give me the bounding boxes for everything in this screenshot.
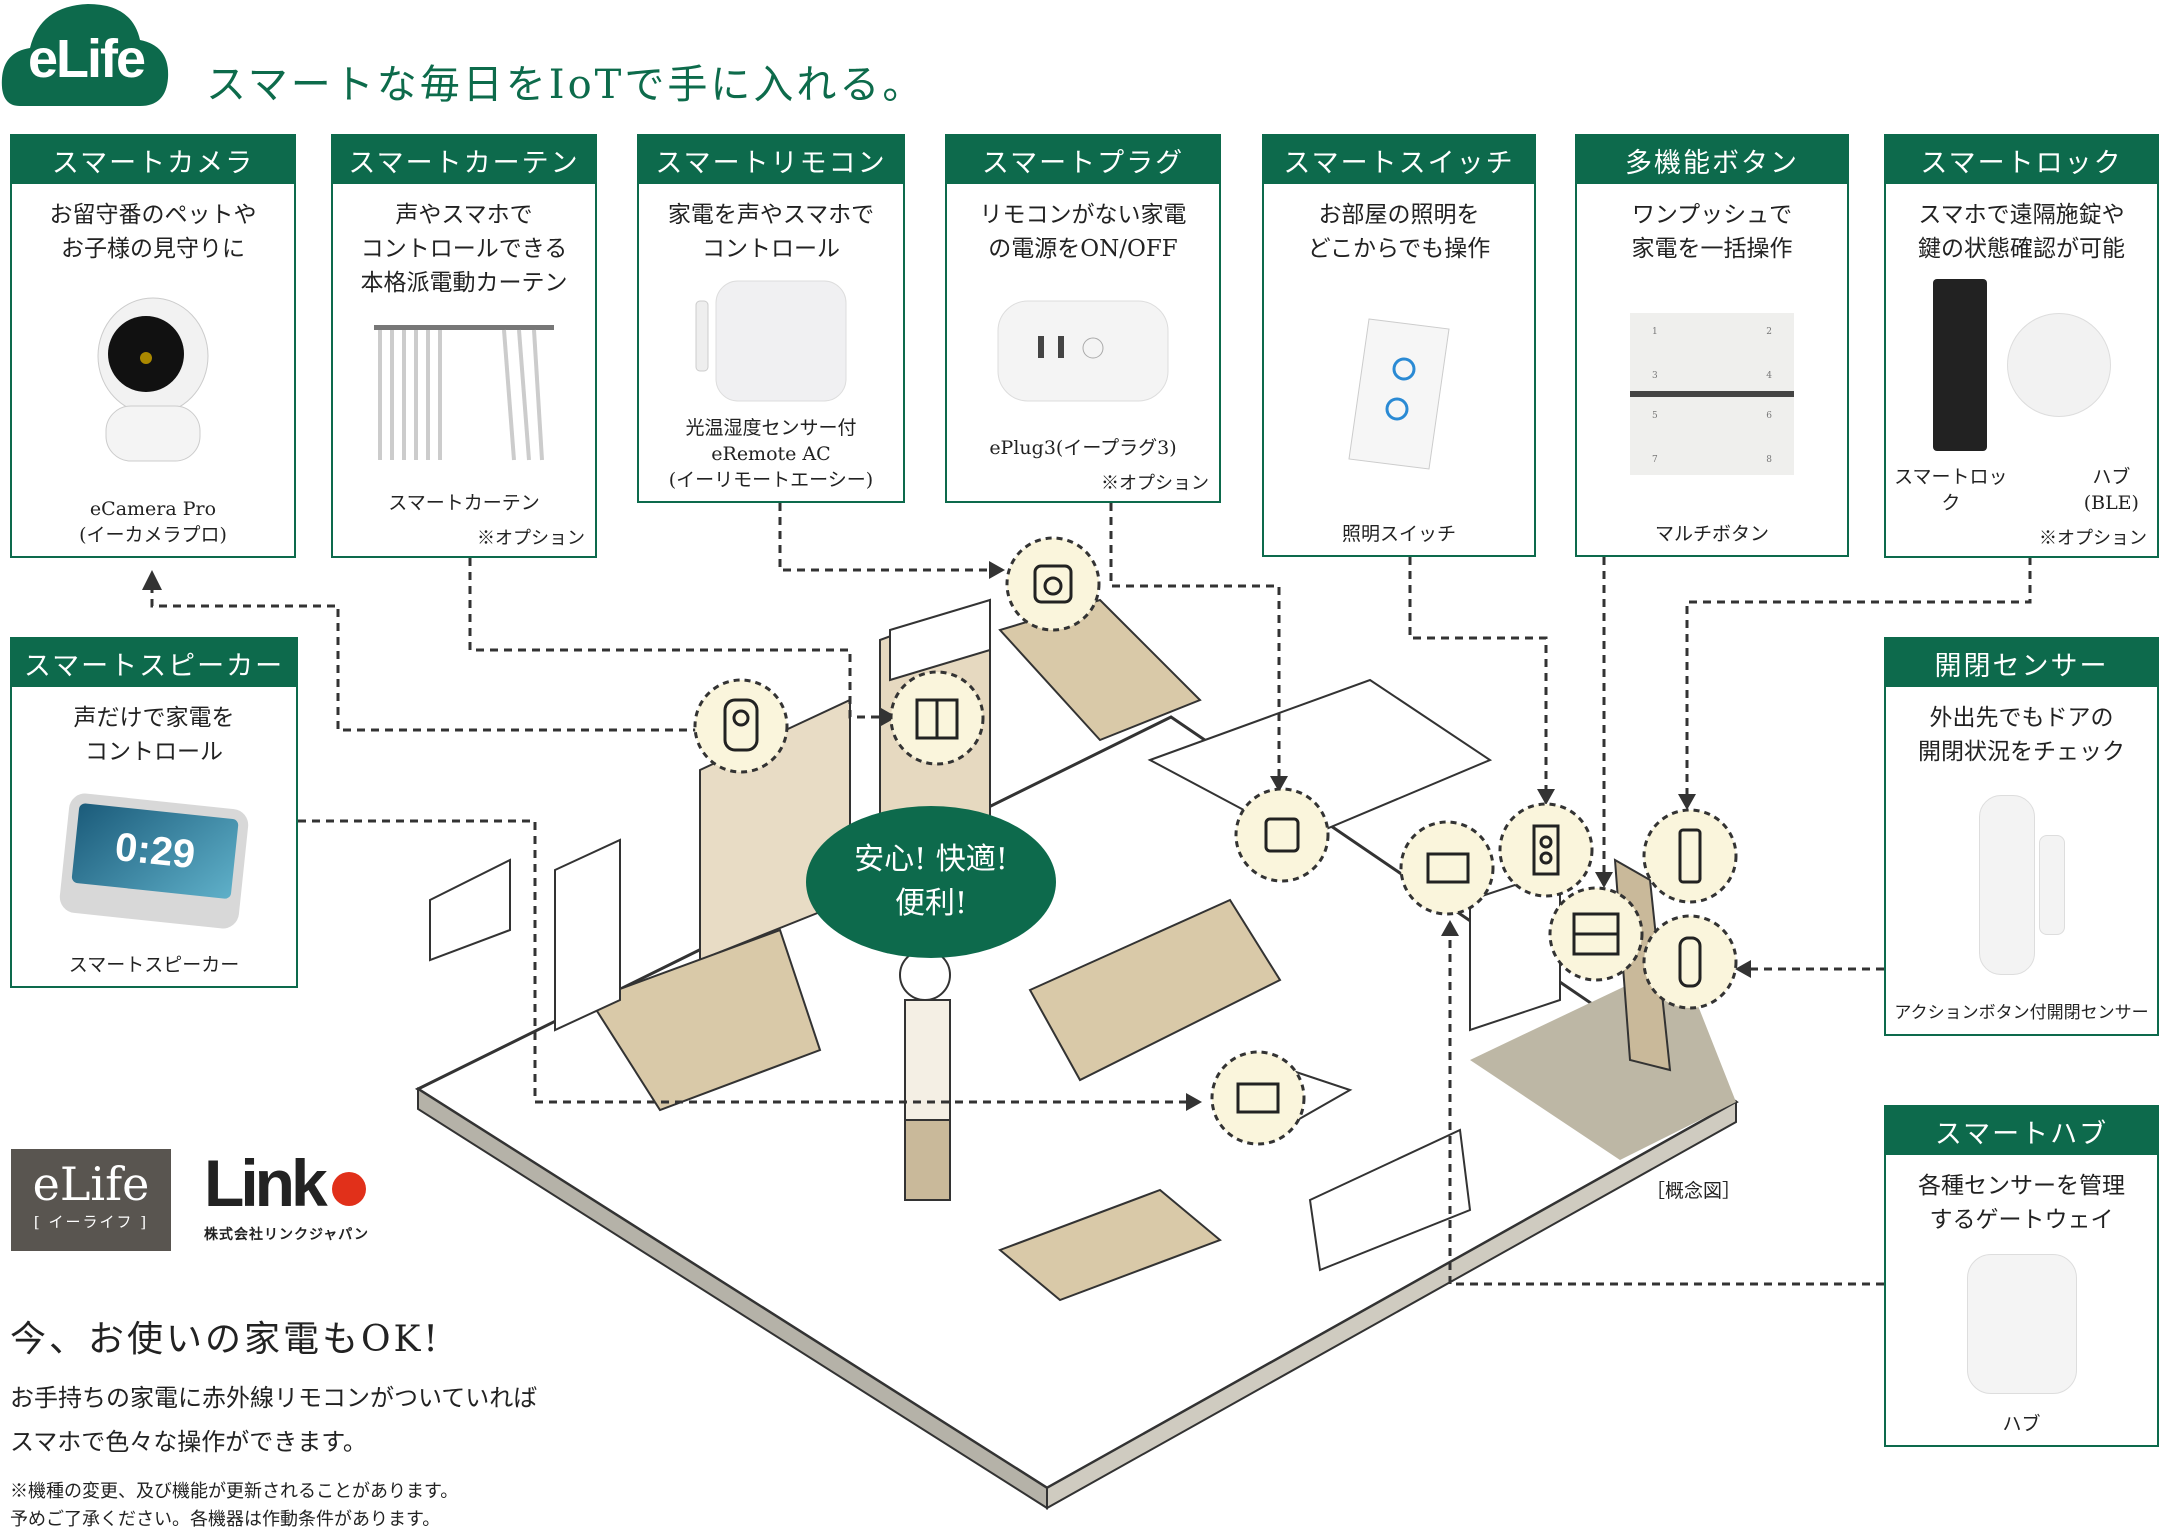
sensor-image — [1886, 769, 2157, 1000]
concept-label: ［概念図］ — [1646, 1180, 1742, 1202]
elife-brand-box: eLife [ イーライフ ] — [11, 1149, 171, 1251]
connector-lines — [150, 503, 2032, 1286]
card-smart-hub: スマートハブ 各種センサーを管理するゲートウェイ ハブ — [1884, 1105, 2159, 1447]
card-header: スマートハブ — [1886, 1107, 2157, 1155]
body-text: お手持ちの家電に赤外線リモコンがついていればスマホで色々な操作ができます。 — [10, 1384, 538, 1456]
card-caption: スマートロックハブ(BLE) — [1894, 466, 2139, 514]
hub-image — [1886, 1237, 2157, 1411]
card-desc: お部屋の照明をどこからでも操作 — [1307, 202, 1491, 262]
speaker-image: 0:29 — [12, 769, 296, 952]
remote-image — [639, 266, 903, 415]
card-caption: スマートスピーカー — [68, 954, 240, 976]
card-open-close-sensor: 開閉センサー 外出先でもドアの開閉状況をチェック アクションボタン付開閉センサー — [1884, 637, 2159, 1036]
switch-image — [1264, 266, 1534, 521]
headline: 今、お使いの家電もOK! — [10, 1319, 441, 1360]
card-desc: 声やスマホでコントロールできる本格派電動カーテン — [360, 202, 568, 296]
link-japan-logo: Link 株式会社リンクジャパン — [204, 1146, 369, 1243]
card-desc: お留守番のペットやお子様の見守りに — [49, 202, 257, 262]
plug-device-icon — [1005, 536, 1101, 632]
card-header: スマートカーテン — [333, 136, 595, 184]
card-header: スマートスイッチ — [1264, 136, 1534, 184]
option-note: ※オプション — [477, 528, 585, 549]
card-desc: 各種センサーを管理するゲートウェイ — [1918, 1173, 2125, 1233]
page-title: スマートな毎日をIoTで手に入れる。 — [206, 62, 926, 108]
card-smart-curtain: スマートカーテン 声やスマホでコントロールできる本格派電動カーテン スマートカー… — [331, 134, 597, 558]
hub-device-icon — [1399, 820, 1495, 916]
option-note: ※オプション — [1101, 473, 1209, 494]
card-caption: ハブ — [2002, 1413, 2041, 1435]
card-desc: 外出先でもドアの開閉状況をチェック — [1918, 705, 2125, 765]
bubble-line-2: 便利! — [894, 886, 968, 921]
card-caption: 照明スイッチ — [1341, 523, 1456, 545]
card-caption: マルチボタン — [1654, 523, 1769, 545]
switch-device-icon — [1498, 802, 1594, 898]
lock-device-icon — [1642, 808, 1738, 904]
card-desc: ワンプッシュで家電を一括操作 — [1631, 202, 1793, 262]
remote-device-icon — [1234, 787, 1330, 883]
disclaimer: ※機種の変更、及び機能が更新されることがあります。予めご了承ください。各機器は作… — [10, 1481, 459, 1530]
option-note: ※オプション — [2039, 528, 2147, 549]
arrowheads — [142, 561, 1751, 1111]
card-header: スマートスピーカー — [12, 639, 296, 687]
benefit-bubble: 安心! 快適! 便利! — [806, 806, 1056, 958]
speaker-device-icon — [1210, 1050, 1306, 1146]
card-header: スマートロック — [1886, 136, 2157, 184]
card-header: スマートカメラ — [12, 136, 294, 184]
camera-image — [12, 266, 294, 496]
card-header: 開閉センサー — [1886, 639, 2157, 687]
card-desc: リモコンがない家電の電源をON/OFF — [979, 202, 1187, 262]
card-desc: スマホで遠隔施錠や鍵の状態確認が可能 — [1918, 202, 2125, 262]
bubble-line-1: 安心! 快適! — [854, 842, 1008, 877]
card-caption: ePlug3(イープラグ3) — [989, 437, 1177, 459]
card-header: 多機能ボタン — [1577, 136, 1847, 184]
card-smart-camera: スマートカメラ お留守番のペットやお子様の見守りに eCamera Pro(イー… — [10, 134, 296, 558]
person — [899, 949, 951, 1201]
card-smart-speaker: スマートスピーカー 声だけで家電をコントロール 0:29 スマートスピーカー — [10, 637, 298, 988]
floor — [414, 715, 1739, 1510]
card-caption: アクションボタン付開閉センサー — [1894, 1003, 2149, 1023]
card-header: スマートリモコン — [639, 136, 903, 184]
logo-text: eLife — [28, 29, 146, 89]
card-desc: 家電を声やスマホでコントロール — [667, 202, 875, 262]
card-smart-lock: スマートロック スマホで遠隔施錠や鍵の状態確認が可能 スマートロックハブ(BLE… — [1884, 134, 2159, 558]
elife-logo: eLife — [0, 0, 170, 108]
card-header: スマートプラグ — [947, 136, 1219, 184]
curtain-image — [333, 300, 595, 490]
card-caption: eCamera Pro(イーカメラプロ) — [79, 498, 227, 546]
card-smart-plug: スマートプラグ リモコンがない家電の電源をON/OFF ePlug3(イープラグ… — [945, 134, 1221, 503]
sensor-device-icon — [1642, 914, 1738, 1010]
lock-image — [1886, 266, 2157, 464]
plug-image — [947, 266, 1219, 435]
card-desc: 声だけで家電をコントロール — [73, 705, 235, 765]
card-caption: スマートカーテン — [388, 492, 540, 514]
card-smart-switch: スマートスイッチ お部屋の照明をどこからでも操作 照明スイッチ — [1262, 134, 1536, 557]
